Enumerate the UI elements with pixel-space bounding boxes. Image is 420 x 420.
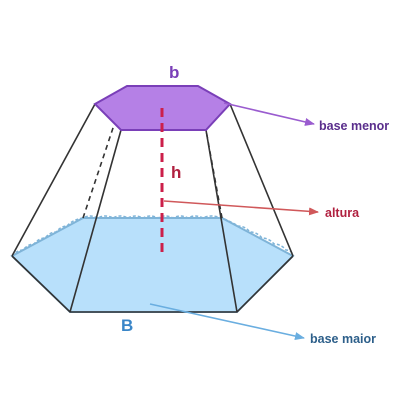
lateral-edge-4 xyxy=(229,103,294,257)
lateral-edge-1 xyxy=(11,103,96,257)
label-base-menor: base menor xyxy=(319,119,389,133)
label-b: b xyxy=(169,63,179,82)
lateral-edge-3 xyxy=(205,129,238,313)
arrow-base-menor xyxy=(223,102,315,126)
label-h: h xyxy=(171,163,181,182)
lateral-edge-2 xyxy=(69,129,122,313)
label-B: B xyxy=(121,316,133,335)
label-altura: altura xyxy=(325,206,360,220)
arrow-base-maior xyxy=(149,303,305,340)
label-base-maior: base maior xyxy=(310,332,376,346)
arrow-altura xyxy=(163,200,319,216)
base-maior-front-edge xyxy=(11,255,294,313)
base-maior-hidden-edge xyxy=(11,215,294,257)
